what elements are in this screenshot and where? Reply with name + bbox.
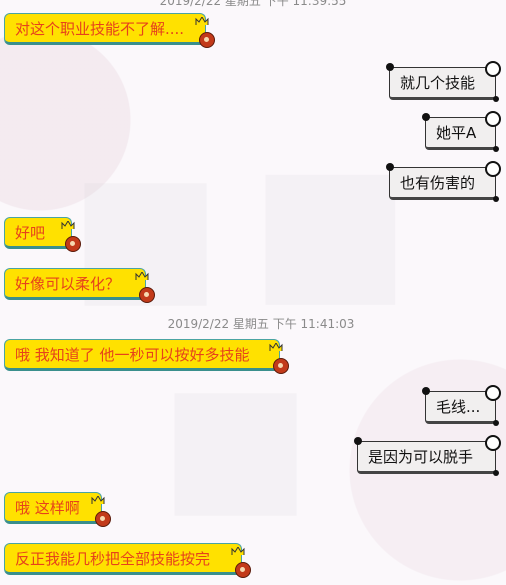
- message-bubble-sent[interactable]: 毛线...: [422, 385, 501, 426]
- message-bubble-sent[interactable]: 也有伤害的: [386, 161, 501, 202]
- message-bubble-received[interactable]: 反正我能几秒把全部技能按完: [4, 543, 251, 578]
- panda-ear-icon: [386, 63, 394, 71]
- panda-ear-icon: [422, 387, 430, 395]
- message-text: 好吧: [15, 224, 46, 242]
- chick-icon: [95, 511, 111, 527]
- panda-paw-icon: [493, 470, 499, 476]
- chick-icon: [273, 358, 289, 374]
- panda-icon: [485, 385, 501, 401]
- message-text: 她平A: [436, 124, 477, 142]
- message-timestamp: 2019/2/22 星期五 下午 11:39:55: [159, 0, 347, 8]
- panda-icon: [485, 61, 501, 77]
- message-bubble-received[interactable]: 好吧: [4, 217, 81, 252]
- crown-icon: [61, 210, 75, 229]
- panda-paw-icon: [493, 420, 499, 426]
- message-text: 也有伤害的: [400, 174, 476, 192]
- panda-paw-icon: [493, 146, 499, 152]
- message-text: 反正我能几秒把全部技能按完: [15, 550, 211, 568]
- message-bubble-sent[interactable]: 她平A: [422, 111, 501, 152]
- message-bubble-sent[interactable]: 就几个技能: [386, 61, 501, 102]
- message-bubble-received[interactable]: 哦 我知道了 他一秒可以按好多技能: [4, 339, 289, 374]
- message-text: 好像可以柔化？: [15, 275, 121, 293]
- panda-paw-icon: [493, 196, 499, 202]
- panda-icon: [485, 161, 501, 177]
- panda-ear-icon: [422, 113, 430, 121]
- message-text: 就几个技能: [400, 74, 476, 92]
- message-text: 毛线...: [436, 398, 481, 416]
- background-watermark: ■: [160, 346, 312, 534]
- message-bubble-received[interactable]: 对这个职业技能不了解....: [4, 13, 215, 48]
- panda-paw-icon: [493, 96, 499, 102]
- message-text: 哦 我知道了 他一秒可以按好多技能: [15, 346, 250, 364]
- message-text: 是因为可以脱手: [368, 448, 474, 466]
- chick-icon: [199, 32, 215, 48]
- panda-ear-icon: [354, 437, 362, 445]
- message-timestamp: 2019/2/22 星期五 下午 11:41:03: [167, 317, 355, 331]
- panda-icon: [485, 111, 501, 127]
- crown-icon: [195, 6, 209, 25]
- message-text: 对这个职业技能不了解....: [15, 20, 185, 38]
- chick-icon: [65, 236, 81, 252]
- panda-icon: [485, 435, 501, 451]
- message-bubble-received[interactable]: 好像可以柔化？: [4, 268, 155, 303]
- message-bubble-received[interactable]: 哦 这样啊: [4, 492, 111, 527]
- crown-icon: [269, 332, 283, 351]
- chick-icon: [235, 562, 251, 578]
- message-bubble-sent[interactable]: 是因为可以脱手: [354, 435, 501, 476]
- crown-icon: [91, 485, 105, 504]
- crown-icon: [135, 261, 149, 280]
- panda-ear-icon: [386, 163, 394, 171]
- chick-icon: [139, 287, 155, 303]
- message-text: 哦 这样啊: [15, 499, 80, 517]
- crown-icon: [231, 536, 245, 555]
